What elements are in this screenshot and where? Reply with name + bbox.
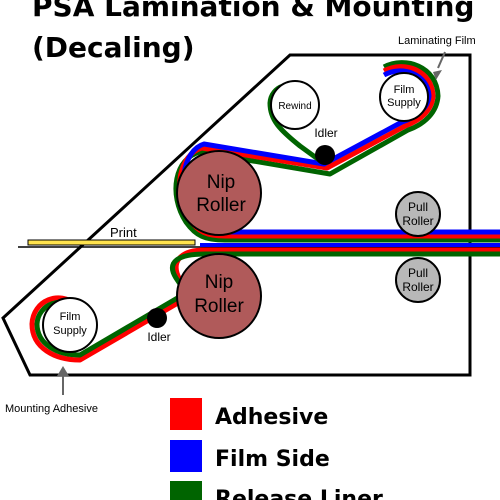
print-label: Print xyxy=(110,225,137,240)
pull-top-line2: Roller xyxy=(402,214,433,228)
idler-top-label: Idler xyxy=(314,126,337,140)
idler-top-roller xyxy=(315,145,335,165)
legend: Adhesive Film Side Release Liner xyxy=(170,398,383,500)
idler-bottom-label: Idler xyxy=(147,330,170,344)
machine-frame xyxy=(1,53,472,377)
nip-bottom-line1: Nip xyxy=(205,272,234,293)
film-supply-bottom-line2: Supply xyxy=(53,325,87,337)
legend-swatch-film-side xyxy=(170,440,202,472)
title-line1: PSA Lamination & Mounting xyxy=(32,0,474,23)
nip-roller-bottom xyxy=(176,253,262,339)
mounting-adhesive-label: Mounting Adhesive xyxy=(5,403,98,415)
print-sheet xyxy=(27,239,196,246)
legend-label-film-side: Film Side xyxy=(215,447,330,472)
film-supply-bottom-line1: Film xyxy=(60,311,81,323)
legend-label-adhesive: Adhesive xyxy=(215,405,328,430)
rewind-label: Rewind xyxy=(278,101,311,112)
film-supply-top-line2: Supply xyxy=(387,97,421,109)
laminating-film-arrowhead xyxy=(433,70,442,80)
pull-roller-top xyxy=(395,191,441,237)
top-web-release-liner xyxy=(173,60,500,243)
mounting-adhesive-arrowhead xyxy=(57,366,69,376)
nip-roller-top xyxy=(176,150,262,236)
nip-top-line2: Roller xyxy=(196,195,246,216)
pull-top-line1: Pull xyxy=(408,200,428,214)
idler-bottom-roller xyxy=(147,308,167,328)
pull-roller-bottom xyxy=(395,257,441,303)
film-supply-bottom-roller xyxy=(42,297,98,353)
pull-bottom-line1: Pull xyxy=(408,266,428,280)
bottom-web xyxy=(29,243,500,363)
legend-swatch-release-liner xyxy=(170,481,202,500)
nip-top-line1: Nip xyxy=(207,172,236,193)
legend-label-release-liner: Release Liner xyxy=(215,487,383,500)
bottom-web-release-liner xyxy=(34,251,500,358)
laminating-film-arrow xyxy=(437,51,446,69)
legend-swatch-adhesive xyxy=(170,398,202,430)
rewind-roller xyxy=(270,80,320,130)
film-supply-top-roller xyxy=(379,72,429,122)
pull-bottom-line2: Roller xyxy=(402,280,433,294)
laminating-film-label: Laminating Film xyxy=(398,35,476,47)
film-supply-top-line1: Film xyxy=(394,84,415,96)
nip-bottom-line2: Roller xyxy=(194,296,244,317)
title-line2: (Decaling) xyxy=(32,31,195,64)
